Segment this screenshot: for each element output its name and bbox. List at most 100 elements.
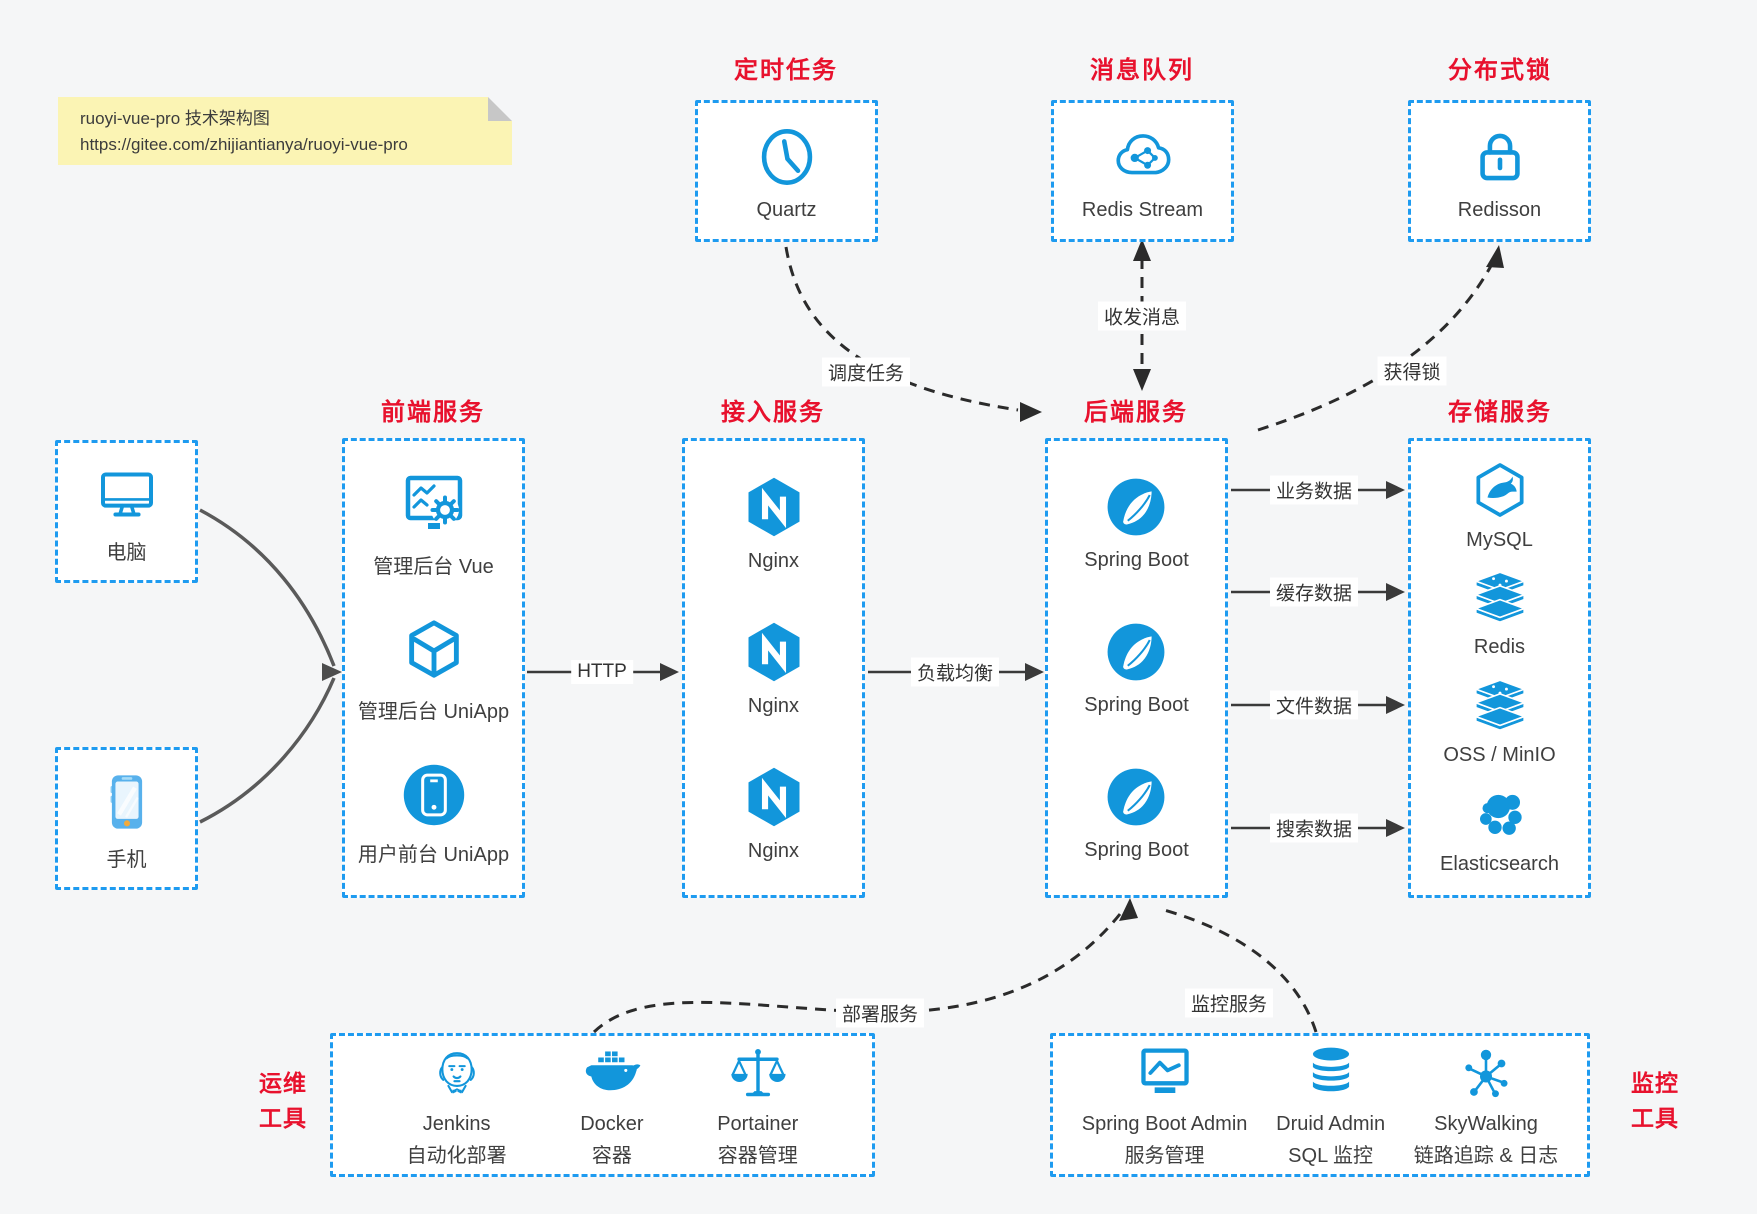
title-distributed-lock: 分布式锁 [1448,57,1552,84]
druid-label: Druid Admin [1276,1113,1386,1135]
redis-icon [1471,569,1529,627]
spring-boot-icon [1103,764,1169,830]
portainer-sublabel: 容器管理 [717,1145,798,1167]
title-frontend-service: 前端服务 [381,399,485,426]
title-storage-service: 存储服务 [1448,399,1552,426]
note-url: https://gitee.com/zhijiantianya/ruoyi-vu… [80,135,408,155]
box-gateway-service: Nginx Nginx Nginx [682,438,865,898]
file-data-edge-label: 文件数据 [1269,690,1359,720]
gateway-item-1: Nginx [740,473,808,573]
nginx-label: Nginx [747,694,800,717]
redis-stream-label: Redis Stream [1081,199,1204,221]
schedule-task-edge-label: 调度任务 [821,357,911,387]
box-ops-tools: Jenkins 自动化部署 Docker 容器 [330,1033,875,1177]
box-redisson: Redisson [1408,100,1591,242]
jenkins-icon [426,1042,488,1104]
springboot-admin-icon [1134,1042,1196,1104]
box-monitor-tools: Spring Boot Admin 服务管理 Druid Admin SQL 监… [1050,1033,1590,1177]
title-gateway-service: 接入服务 [721,399,825,426]
sba-label: Spring Boot Admin [1081,1113,1248,1135]
gateway-item-3: Nginx [740,763,808,863]
lock-icon [1467,124,1533,190]
skywalking-sublabel: 链路追踪 & 日志 [1413,1145,1559,1167]
acquire-lock-edge-label: 获得锁 [1377,356,1447,386]
skywalking-label: SkyWalking [1434,1113,1538,1135]
elasticsearch-icon [1470,784,1530,844]
mysql-icon [1470,460,1530,520]
portainer-label: Portainer [717,1113,799,1135]
arrowhead-frontend [322,663,342,681]
mysql-label: MySQL [1466,528,1533,551]
frontend-item-user-uniapp: 用户前台 UniApp [358,761,509,867]
docker-icon [581,1042,643,1104]
stream-cloud-icon [1110,124,1176,190]
nginx-icon [740,473,808,541]
title-message-queue: 消息队列 [1090,57,1194,84]
redis-label: Redis [1473,636,1526,659]
user-app-icon [400,761,468,829]
box-phone-client: 手机 [55,747,198,890]
search-data-edge-label: 搜索数据 [1269,813,1359,843]
box-quartz: Quartz [695,100,878,242]
backend-item-1: Spring Boot [1084,474,1189,572]
box-storage-service: MySQL Redis OSS / MinIO [1408,438,1591,898]
monitor-item-sba: Spring Boot Admin 服务管理 [1081,1042,1248,1168]
storage-item-oss-minio: OSS / MinIO [1443,677,1556,767]
box-desktop-client: 电脑 [55,440,198,583]
monitor-label-line1: 监控 [1631,1070,1679,1096]
spring-boot-label: Spring Boot [1084,693,1189,716]
ops-label-line2: 工具 [259,1104,307,1131]
http-edge-label: HTTP [571,660,633,684]
admin-vue-icon [398,469,470,541]
spring-boot-icon [1103,474,1169,540]
cache-data-edge-label: 缓存数据 [1269,577,1359,607]
ops-item-portainer: Portainer 容器管理 [717,1042,798,1168]
storage-item-mysql: MySQL [1466,460,1533,552]
jenkins-sublabel: 自动化部署 [406,1145,507,1167]
spring-boot-label: Spring Boot [1084,838,1189,861]
storage-item-redis: Redis [1471,569,1529,659]
druid-sublabel: SQL 监控 [1288,1145,1374,1167]
monitor-item-druid: Druid Admin SQL 监控 [1276,1042,1385,1168]
box-backend-service: Spring Boot Spring Boot Spring Boot [1045,438,1228,898]
nginx-icon [740,618,808,686]
gateway-item-2: Nginx [740,618,808,718]
backend-item-3: Spring Boot [1084,764,1189,862]
ops-item-docker: Docker 容器 [580,1042,644,1168]
oss-minio-icon [1471,677,1529,735]
desktop-label: 电脑 [106,541,147,564]
druid-icon [1300,1042,1362,1104]
monitor-label-line2: 工具 [1631,1104,1679,1131]
docker-sublabel: 容器 [591,1145,632,1167]
uniapp-cube-icon [399,616,469,686]
monitor-service-edge-label: 监控服务 [1184,988,1274,1018]
business-data-edge-label: 业务数据 [1269,475,1359,505]
note-title: ruoyi-vue-pro 技术架构图 [80,109,270,128]
deploy-service-edge-label: 部署服务 [835,998,925,1028]
ops-tools-side-label: 运维 工具 [240,1066,326,1135]
connector-desktop-frontend [199,508,336,667]
elasticsearch-label: Elasticsearch [1440,853,1559,876]
send-receive-edge-label: 收发消息 [1097,301,1187,331]
storage-item-elasticsearch: Elasticsearch [1440,784,1559,876]
nginx-label: Nginx [747,550,800,573]
box-redis-stream: Redis Stream [1051,100,1234,242]
connector-phone-frontend [199,677,336,824]
spring-boot-icon [1103,619,1169,685]
frontend-vue-label: 管理后台 Vue [373,556,494,579]
frontend-user-uniapp-label: 用户前台 UniApp [357,843,510,866]
frontend-item-vue: 管理后台 Vue [373,469,494,579]
oss-minio-label: OSS / MinIO [1443,743,1556,766]
clock-icon [754,124,820,190]
phone-icon [95,770,159,834]
sticky-note: ruoyi-vue-pro 技术架构图 https://gitee.com/zh… [58,97,512,165]
docker-label: Docker [580,1113,644,1135]
frontend-item-admin-uniapp: 管理后台 UniApp [358,616,509,724]
title-scheduled-task: 定时任务 [734,57,838,84]
ops-item-jenkins: Jenkins 自动化部署 [407,1042,507,1168]
ops-label-line1: 运维 [259,1070,307,1096]
frontend-admin-uniapp-label: 管理后台 UniApp [357,700,510,723]
title-backend-service: 后端服务 [1084,399,1188,426]
monitor-item-skywalking: SkyWalking 链路追踪 & 日志 [1414,1042,1558,1168]
